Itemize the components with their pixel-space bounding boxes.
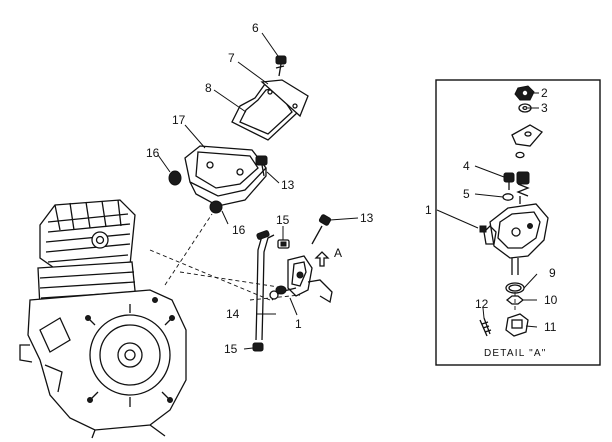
callout-15-upper: 15 xyxy=(276,213,290,227)
view-a-arrow xyxy=(314,251,330,267)
callout-16-left: 16 xyxy=(146,146,160,160)
callout-13-upper: 13 xyxy=(281,178,295,192)
hose-clamp-15-lower xyxy=(252,342,264,352)
dowel-16-right xyxy=(209,200,223,214)
oil-hose xyxy=(255,230,275,341)
pump-body-housing xyxy=(184,145,267,207)
leader-lines xyxy=(157,32,539,350)
callout-11: 11 xyxy=(544,320,557,334)
callout-17: 17 xyxy=(172,113,186,127)
callout-7: 7 xyxy=(228,51,235,65)
callout-6: 6 xyxy=(252,21,259,35)
housing-bolt-13 xyxy=(255,155,268,177)
callout-12: 12 xyxy=(475,297,489,311)
oil-pump xyxy=(269,255,333,304)
callout-4: 4 xyxy=(463,159,470,173)
detail-a-panel xyxy=(435,79,601,366)
pump-bolt-13 xyxy=(311,214,332,245)
callout-15-lower: 15 xyxy=(224,342,238,356)
callout-9: 9 xyxy=(549,266,556,280)
callout-3: 3 xyxy=(541,101,548,115)
assembly-guide-lines xyxy=(149,213,301,301)
callout-14: 14 xyxy=(226,307,240,321)
callout-view-a: A xyxy=(334,246,342,260)
detail-a-caption: DETAIL "A" xyxy=(484,348,546,359)
callout-labels: 6 7 8 17 16 13 16 15 13 A 14 1 15 1 2 3 … xyxy=(146,21,558,359)
callout-10: 10 xyxy=(544,293,558,307)
engine-assembly xyxy=(19,199,187,439)
callout-5: 5 xyxy=(463,187,470,201)
callout-16-right: 16 xyxy=(232,223,246,237)
callout-2: 2 xyxy=(541,86,548,100)
cover-plate xyxy=(260,79,309,118)
callout-13-lower: 13 xyxy=(360,211,374,225)
callout-1-detail: 1 xyxy=(425,203,432,217)
callout-8: 8 xyxy=(205,81,212,95)
cover-screw xyxy=(275,55,287,77)
callout-1-main: 1 xyxy=(295,317,302,331)
dowel-16-left xyxy=(168,170,182,186)
hose-clamp-15-upper xyxy=(277,239,290,249)
